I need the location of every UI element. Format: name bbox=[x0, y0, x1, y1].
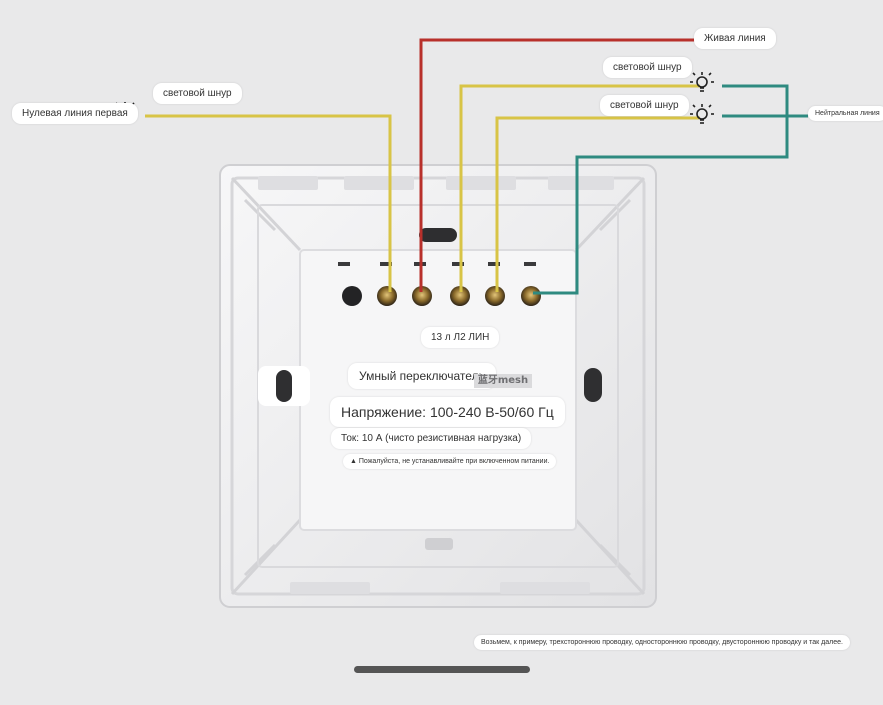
device-name-label: Умный переключатель bbox=[348, 363, 496, 389]
neutral-line-label: Нейтральная линия bbox=[808, 106, 883, 121]
bulb-icon bbox=[690, 104, 714, 124]
home-indicator[interactable] bbox=[354, 666, 530, 673]
mounting-hole-left bbox=[276, 370, 292, 402]
brand-logo: 蓝牙mesh bbox=[474, 374, 532, 388]
live-wire bbox=[419, 38, 702, 292]
terminal-l3 bbox=[485, 286, 505, 306]
terminal-l2 bbox=[450, 286, 470, 306]
terminal-l1 bbox=[377, 286, 397, 306]
terminal-neutral bbox=[521, 286, 541, 306]
terminal-empty bbox=[342, 286, 362, 306]
neutral-wire-upper bbox=[533, 84, 789, 295]
light-cord-left-label: световой шнур bbox=[153, 83, 242, 104]
light-wire-mid bbox=[495, 116, 700, 292]
footer-note: Возьмем, к примеру, трехстороннюю провод… bbox=[474, 635, 850, 650]
terminal-live bbox=[412, 286, 432, 306]
current-label: Ток: 10 А (чисто резистивная нагрузка) bbox=[331, 428, 532, 449]
light-wire-top bbox=[459, 84, 700, 292]
light-cord-top-label: световой шнур bbox=[603, 57, 692, 78]
live-line-label: Живая линия bbox=[694, 28, 776, 49]
bulb-icon bbox=[690, 72, 714, 92]
light-cord-mid-label: световой шнур bbox=[600, 95, 689, 116]
wires bbox=[145, 38, 808, 295]
warning-label: ▲ Пожалуйста, не устанавливайте при вклю… bbox=[343, 454, 557, 469]
light-wire-left bbox=[145, 114, 392, 292]
mounting-hole-right bbox=[584, 368, 602, 402]
zero-line-label: Нулевая линия первая bbox=[12, 103, 138, 124]
terminal-labels: 13 л Л2 ЛИН bbox=[421, 327, 500, 348]
voltage-label: Напряжение: 100-240 В-50/60 Гц bbox=[330, 397, 565, 427]
